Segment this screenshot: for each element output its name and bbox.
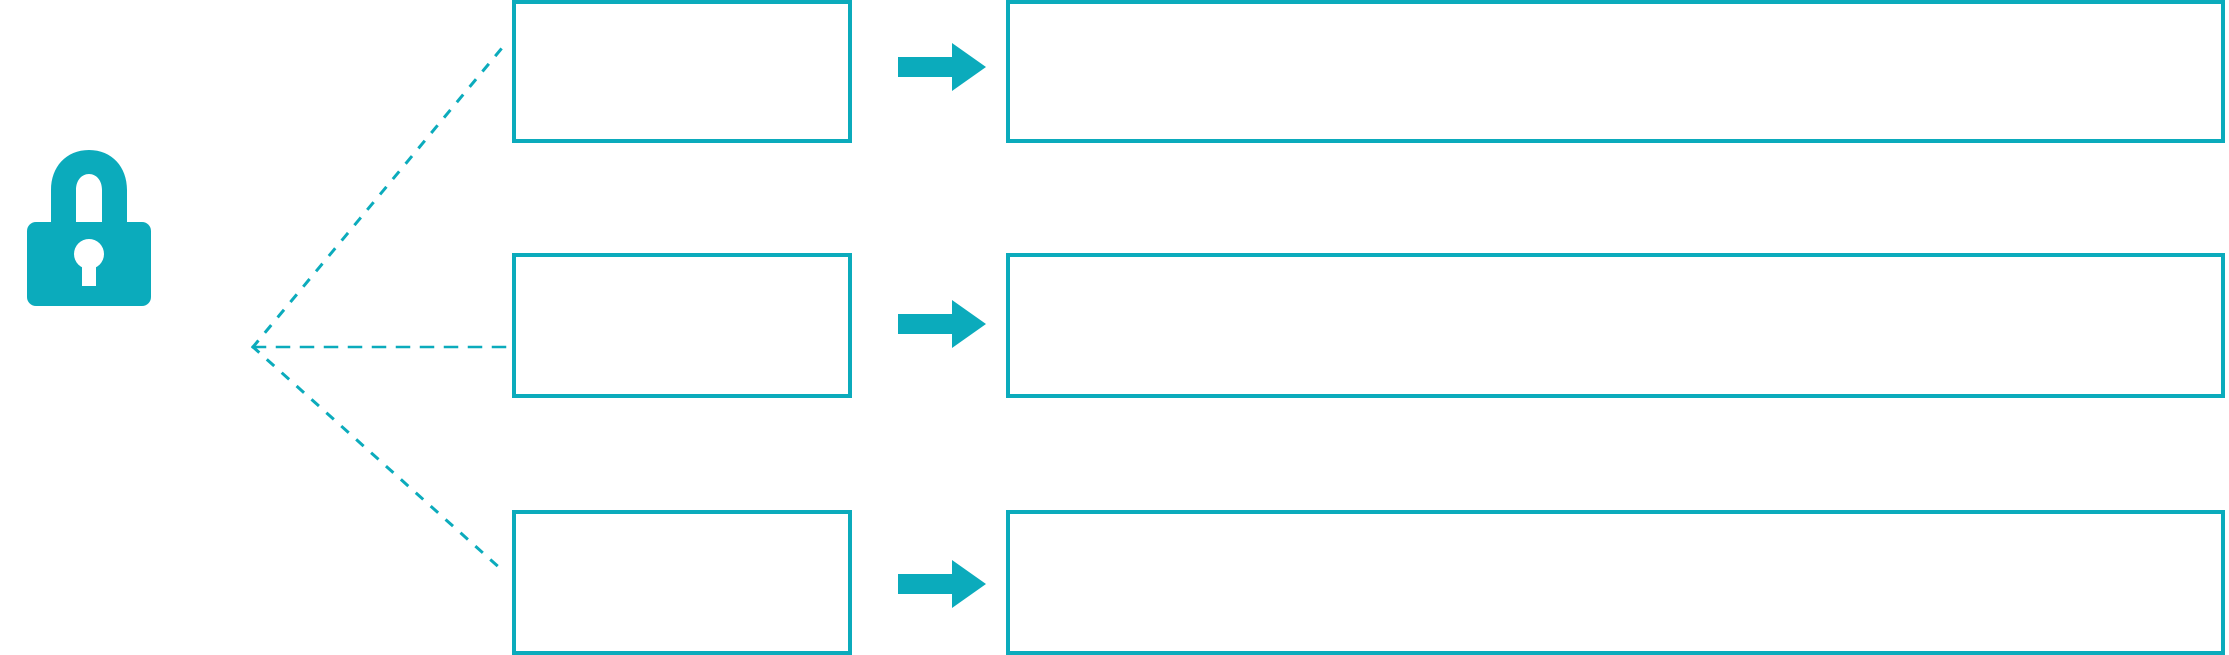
diagram-row-1: [0, 0, 2229, 149]
stage-label-2: [516, 257, 848, 285]
stage-box-3[interactable]: [512, 510, 852, 655]
padlock-icon: [24, 146, 154, 308]
arrow-right-icon-1: [898, 41, 988, 93]
detail-box-1[interactable]: [1006, 0, 2225, 143]
stage-box-2[interactable]: [512, 253, 852, 398]
diagram-row-2: [0, 252, 2229, 400]
detail-box-2[interactable]: [1006, 253, 2225, 398]
arrow-right-icon-2: [898, 298, 988, 350]
stage-box-1[interactable]: [512, 0, 852, 143]
detail-box-3[interactable]: [1006, 510, 2225, 655]
detail-label-2: [1010, 257, 2221, 285]
diagram-row-3: [0, 509, 2229, 655]
stage-label-1: [516, 4, 848, 32]
detail-label-3: [1010, 514, 2221, 542]
detail-label-1: [1010, 4, 2221, 32]
stage-label-3: [516, 514, 848, 542]
arrow-right-icon-3: [898, 558, 988, 610]
